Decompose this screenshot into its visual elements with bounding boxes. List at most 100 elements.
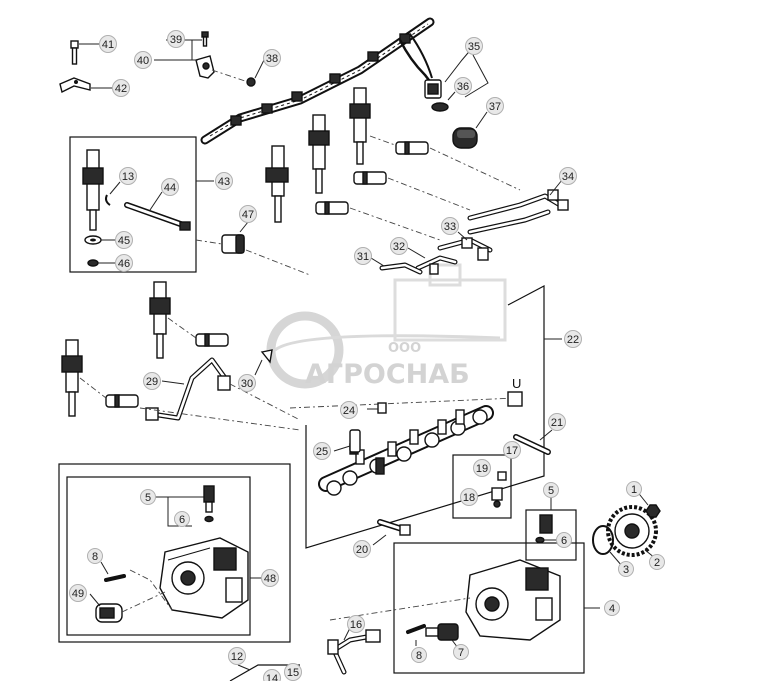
callout-42: 42: [112, 79, 130, 97]
callout-bubble: [238, 374, 256, 392]
callout-2: 2: [649, 554, 665, 570]
callout-bubble: [115, 231, 133, 249]
callout-bubble: [473, 459, 491, 477]
callout-bubble: [465, 37, 483, 55]
sensor-u: [507, 391, 523, 407]
callout-number: 6: [179, 514, 185, 526]
callout-1: 1: [626, 481, 642, 497]
connector-tube-a: [395, 141, 429, 155]
callout-bubble: [564, 330, 582, 348]
callout-44: 44: [161, 178, 179, 196]
callout-number: 24: [343, 405, 355, 417]
pipe-31: [379, 262, 423, 275]
box-17: [452, 454, 512, 519]
callout-number: 35: [468, 41, 480, 53]
bolt-20: [377, 519, 411, 536]
washer-45: [84, 235, 102, 245]
callout-number: 19: [476, 463, 488, 475]
callout-number: 18: [463, 492, 475, 504]
injector-lower-2: [61, 339, 83, 417]
bracket-30: [260, 349, 273, 364]
callout-30: 30: [238, 374, 256, 392]
callout-number: 45: [118, 235, 130, 247]
o-ring-46: [87, 259, 99, 267]
callout-number: 8: [416, 650, 422, 662]
callout-21: 21: [548, 413, 566, 431]
callout-bubble: [453, 644, 469, 660]
callout-16: 16: [347, 615, 365, 633]
callout-33: 33: [441, 217, 459, 235]
high-pressure-pump-4: [465, 559, 561, 641]
callout-number: 43: [218, 176, 230, 188]
callout-number: 29: [146, 376, 158, 388]
callout-48: 48: [261, 569, 279, 587]
connector-tube-b: [353, 171, 387, 185]
callout-20: 20: [353, 540, 371, 558]
callout-number: 49: [72, 588, 84, 600]
callout-18: 18: [460, 488, 478, 506]
callout-number: 25: [316, 446, 328, 458]
injector-upper-2: [308, 114, 330, 194]
callout-number: 5: [145, 492, 151, 504]
clip-13: [105, 194, 111, 206]
sensor-19: [497, 471, 507, 481]
callout-number: 16: [350, 619, 362, 631]
callout-bubble: [174, 511, 190, 527]
callout-bubble: [618, 561, 634, 577]
callout-4: 4: [604, 600, 620, 616]
high-pressure-pump-48: [159, 537, 249, 619]
callout-bubble: [263, 49, 281, 67]
box-48-outer: [58, 463, 291, 643]
o-ring-6a: [204, 515, 214, 523]
callout-number: 31: [357, 251, 369, 263]
callout-bubble: [441, 217, 459, 235]
callout-number: 46: [118, 258, 130, 270]
plug-25: [349, 429, 361, 453]
cap-37: [452, 127, 478, 149]
callout-34: 34: [559, 167, 577, 185]
callout-49: 49: [69, 584, 87, 602]
bolt-38: [246, 77, 256, 87]
callout-bubble: [390, 237, 408, 255]
callout-37: 37: [486, 97, 504, 115]
callout-number: 13: [122, 171, 134, 183]
callout-13: 13: [119, 167, 137, 185]
callout-number: 44: [164, 182, 176, 194]
callout-number: 47: [242, 209, 254, 221]
pipe-29: [145, 357, 231, 421]
callout-number: 22: [567, 334, 579, 346]
pipe-33: [437, 237, 493, 261]
pipe-32: [415, 255, 458, 275]
callout-43: 43: [215, 172, 233, 190]
callout-bubble: [167, 30, 185, 48]
fitting-24: [377, 402, 387, 414]
watermark: ООО АГРОСНАБ: [266, 263, 507, 390]
callout-bubble: [215, 172, 233, 190]
callout-5: 5: [543, 482, 559, 498]
callout-bubble: [340, 401, 358, 419]
callout-bubble: [313, 442, 331, 460]
callout-bubble: [228, 647, 246, 665]
callout-number: 14: [266, 673, 278, 681]
callout-5: 5: [140, 489, 156, 505]
callout-8: 8: [87, 548, 103, 564]
watermark-prefix: ООО: [388, 341, 421, 356]
callout-32: 32: [390, 237, 408, 255]
callout-bubble: [460, 488, 478, 506]
callout-bubble: [543, 482, 559, 498]
pipe-16: [327, 629, 381, 675]
o-ring-6b: [535, 536, 545, 544]
seal-ring-36: [431, 102, 449, 112]
nut-1: [645, 504, 661, 518]
callout-6: 6: [174, 511, 190, 527]
sleeve-47: [221, 234, 245, 254]
callout-number: 36: [457, 81, 469, 93]
callout-number: 34: [562, 171, 574, 183]
callout-number: 42: [115, 83, 127, 95]
watermark-brand: АГРОСНАБ: [305, 359, 470, 390]
rod-44: [124, 202, 191, 231]
callout-number: 32: [393, 241, 405, 253]
callout-bubble: [347, 615, 365, 633]
o-ring-3: [592, 525, 614, 555]
